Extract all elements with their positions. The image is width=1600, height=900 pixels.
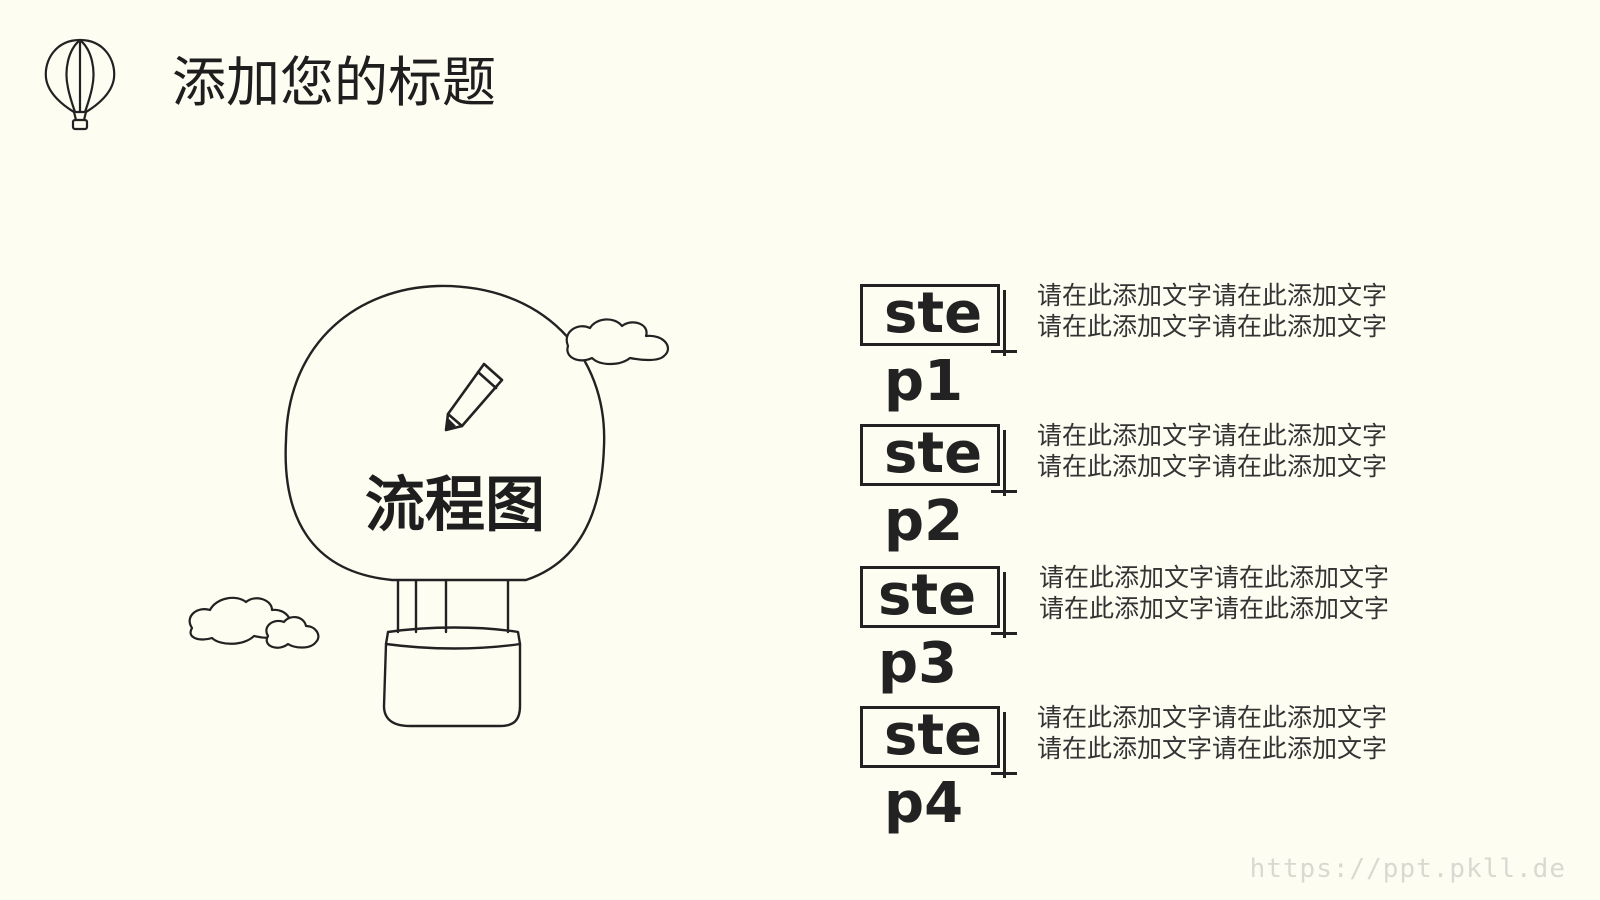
balloon-illustration (188, 284, 670, 728)
step-box (860, 706, 1000, 768)
step-description-line: 请在此添加文字请在此添加文字 (1037, 703, 1388, 732)
step-description-line: 请在此添加文字请在此添加文字 (1037, 452, 1388, 481)
step-box (860, 424, 1000, 486)
step-item: step2 请在此添加文字请在此添加文字 请在此添加文字请在此添加文字 (860, 421, 1420, 564)
step-box (860, 284, 1000, 346)
step-box-tick (1003, 572, 1006, 638)
step-description-line: 请在此添加文字请在此添加文字 (1037, 281, 1388, 310)
step-label: step2 (884, 421, 983, 554)
step-description-line: 请在此添加文字请在此添加文字 (1037, 734, 1388, 763)
step-box-tick (1003, 430, 1006, 496)
step-description: 请在此添加文字请在此添加文字 请在此添加文字请在此添加文字 (1037, 280, 1417, 342)
step-box-tick (1003, 290, 1006, 356)
step-box-tick (991, 350, 1017, 353)
watermark: https://ppt.pkll.de (1249, 854, 1566, 884)
step-description-line: 请在此添加文字请在此添加文字 (1037, 421, 1388, 450)
step-box-tick (991, 490, 1017, 493)
balloon-envelope (284, 284, 606, 582)
step-description-line: 请在此添加文字请在此添加文字 (1039, 563, 1390, 592)
page-title: 添加您的标题 (172, 51, 496, 114)
step-item: step1 请在此添加文字请在此添加文字 请在此添加文字请在此添加文字 (860, 281, 1420, 424)
cloud-icon (565, 318, 670, 366)
step-box-tick (1003, 712, 1006, 778)
step-description-line: 请在此添加文字请在此添加文字 (1039, 594, 1390, 623)
step-description: 请在此添加文字请在此添加文字 请在此添加文字请在此添加文字 (1039, 562, 1419, 624)
hot-air-balloon-icon (44, 38, 116, 131)
basket (382, 642, 522, 728)
cloud-icon (188, 596, 320, 649)
step-box (860, 566, 1000, 628)
basket-rim (384, 626, 522, 650)
step-item: step3 请在此添加文字请在此添加文字 请在此添加文字请在此添加文字 (860, 563, 1420, 706)
step-description: 请在此添加文字请在此添加文字 请在此添加文字请在此添加文字 (1037, 420, 1417, 482)
step-label: step3 (878, 563, 977, 696)
step-label: step4 (884, 703, 983, 836)
step-description-line: 请在此添加文字请在此添加文字 (1037, 312, 1388, 341)
pencil-icon (444, 362, 504, 432)
step-box-tick (991, 632, 1017, 635)
step-description: 请在此添加文字请在此添加文字 请在此添加文字请在此添加文字 (1037, 702, 1417, 764)
step-item: step4 请在此添加文字请在此添加文字 请在此添加文字请在此添加文字 (860, 703, 1420, 846)
step-label: step1 (884, 281, 983, 414)
step-box-tick (991, 772, 1017, 775)
